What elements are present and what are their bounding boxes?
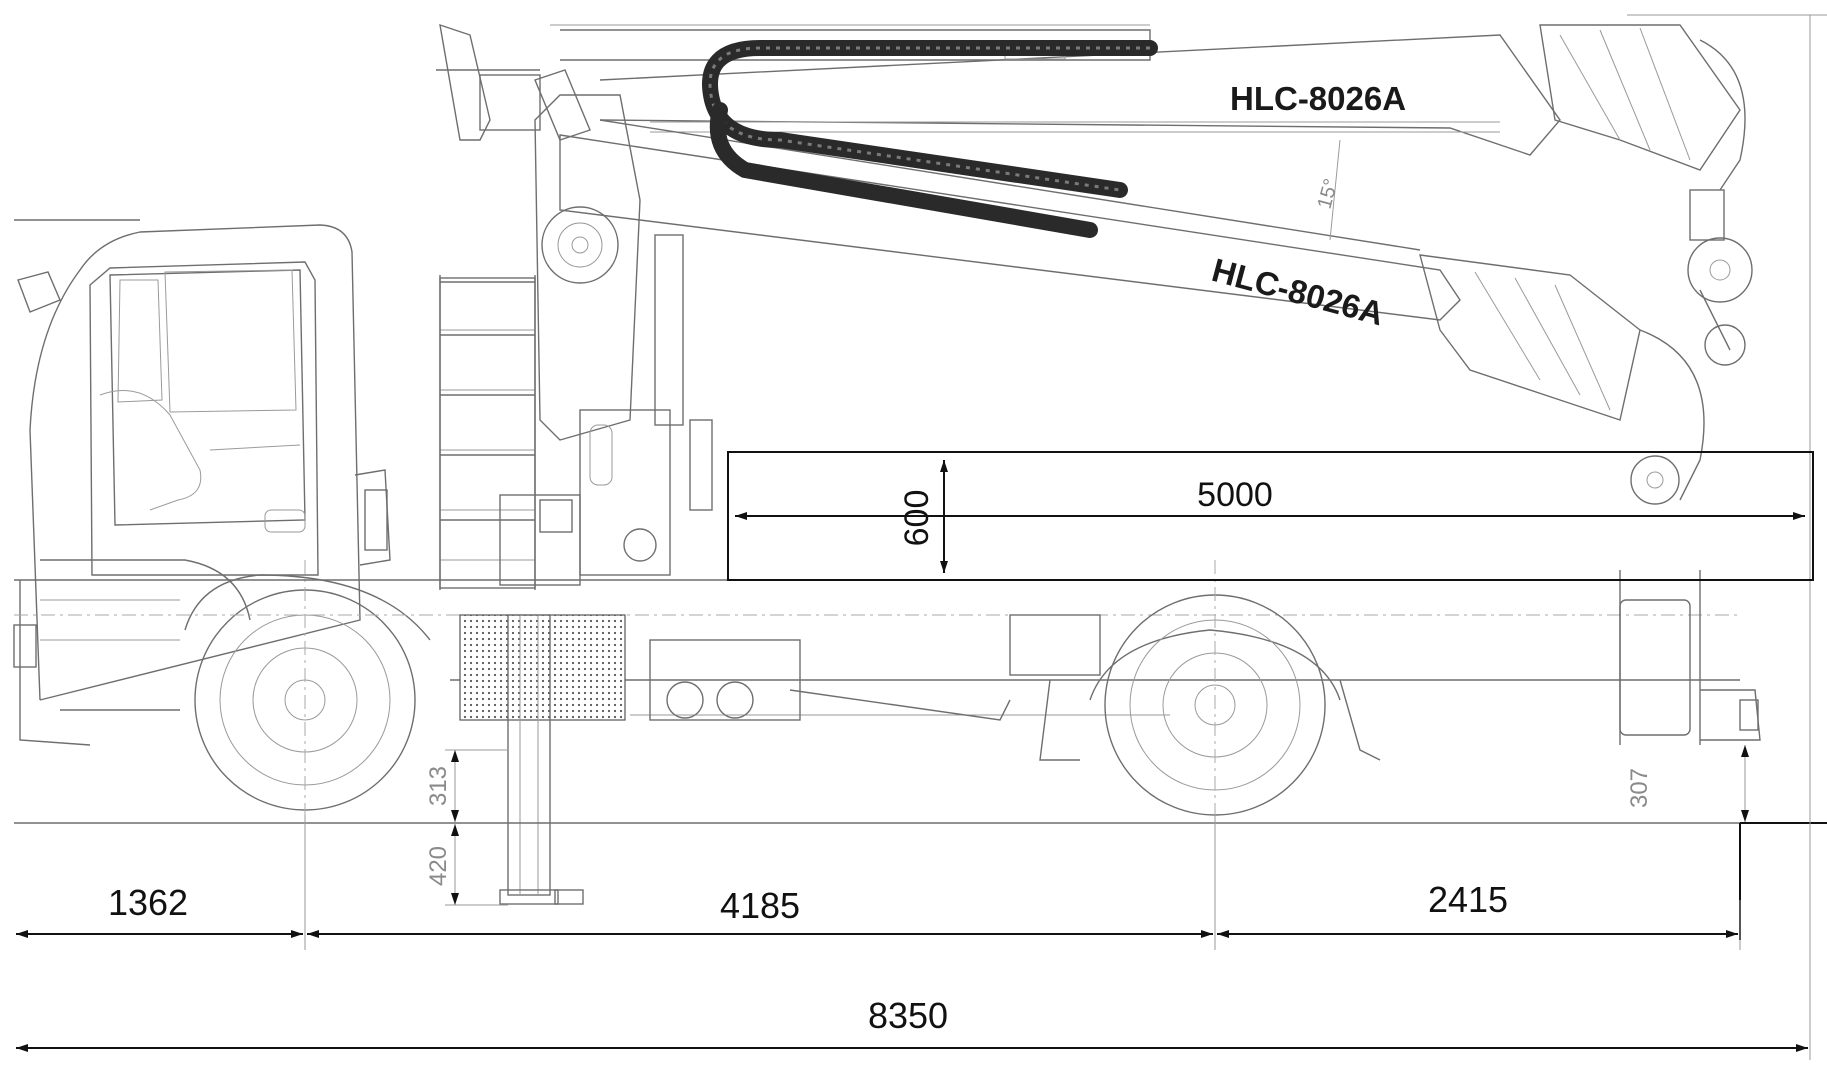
front-outrigger-below-label: 420 — [425, 846, 452, 886]
lower-boom-label: HLC-8026A — [1208, 251, 1388, 332]
rear-overhang-label: 2415 — [1428, 879, 1508, 920]
load-area: 5000 600 — [727, 451, 1814, 581]
rear-outrigger-above-label: 307 — [1626, 768, 1653, 808]
main-dimensions: 1362 4185 2415 8350 — [16, 815, 1808, 1052]
front-wheel — [184, 560, 431, 940]
wheelbase-label: 4185 — [720, 885, 800, 926]
total-length-label: 8350 — [868, 995, 948, 1036]
load-length-label: 5000 — [1197, 476, 1273, 514]
front-overhang-label: 1362 — [108, 882, 188, 923]
chassis — [14, 570, 1761, 761]
ladder — [439, 275, 536, 590]
crane-column — [436, 23, 713, 589]
front-outrigger — [499, 614, 584, 905]
hose-chain — [702, 40, 1158, 238]
outrigger-dimensions: 313 420 307 — [425, 745, 1749, 906]
upper-boom-label: HLC-8026A — [1230, 80, 1406, 117]
load-height-label: 600 — [898, 490, 936, 547]
truck-cab — [13, 219, 391, 746]
fuel-tank — [459, 614, 626, 721]
lower-boom: 15° HLC-8026A — [559, 119, 1746, 505]
boom-angle-label: 15° — [1314, 176, 1343, 211]
front-outrigger-above-label: 313 — [425, 766, 452, 806]
